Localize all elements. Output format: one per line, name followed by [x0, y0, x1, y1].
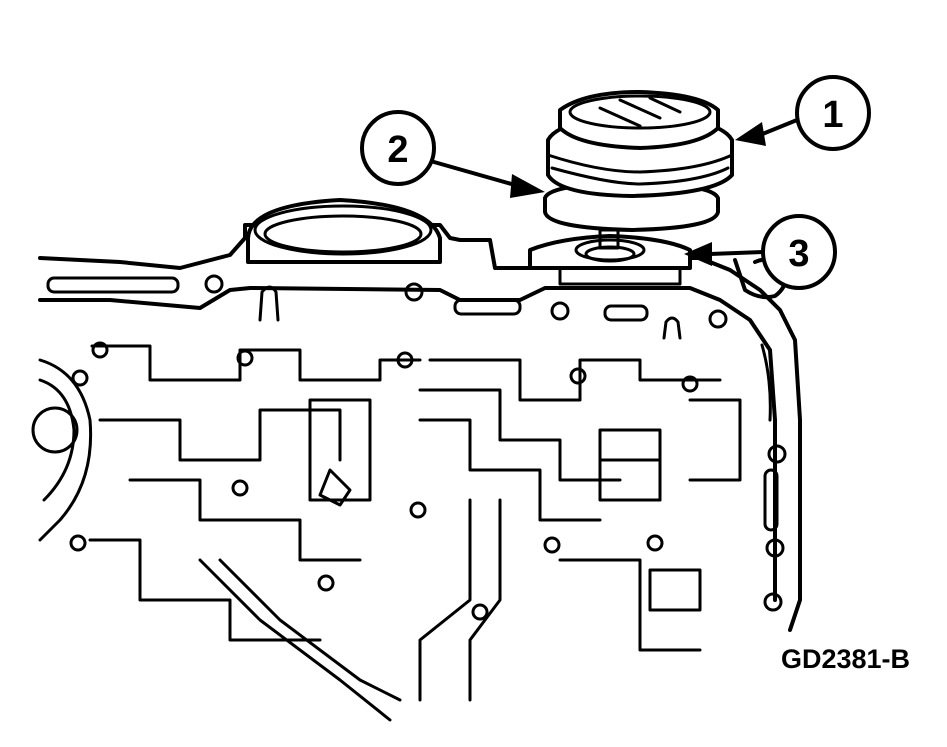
- callout-circle-1: [795, 75, 871, 151]
- arrow-1-icon: [735, 122, 766, 146]
- plug-assembly: [543, 90, 734, 232]
- callout-circle-2: [360, 110, 436, 186]
- callout-3: 3: [684, 214, 837, 290]
- spring-retainer: [528, 228, 788, 300]
- callout-1: 1: [735, 75, 871, 151]
- arrow-2-icon: [510, 174, 545, 198]
- callout-2: 2: [360, 110, 545, 198]
- arrow-3-icon: [684, 242, 712, 266]
- bore-opening: [246, 198, 442, 264]
- figure-code: GD2381-B: [781, 644, 910, 674]
- callout-label-2: 2: [387, 129, 408, 171]
- callout-label-1: 1: [822, 94, 843, 136]
- hydraulic-passages: [31, 341, 742, 722]
- callout-label-3: 3: [788, 233, 809, 275]
- valve-body-casting: [38, 223, 802, 632]
